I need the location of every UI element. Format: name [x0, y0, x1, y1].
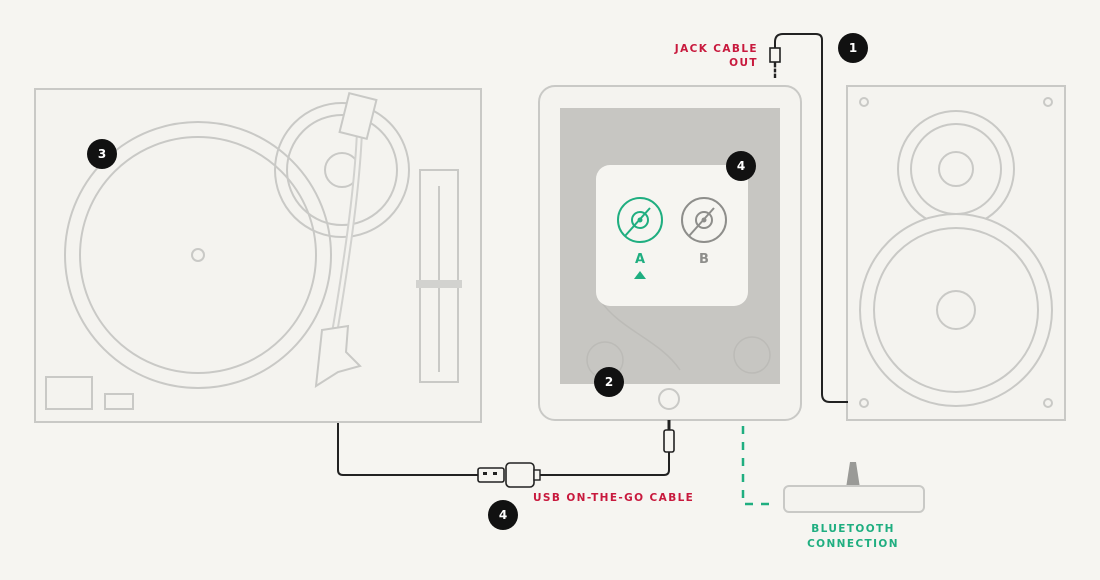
jack-plug-body [769, 47, 781, 63]
usb-cable-wire-left [337, 423, 478, 476]
badge-tablet: 2 [594, 367, 624, 397]
deck-a-button[interactable]: A [617, 197, 663, 279]
bluetooth-receiver [783, 485, 925, 513]
badge-app-popup: 4 [726, 151, 756, 181]
bluetooth-connection-label: CONNECTION [807, 538, 899, 550]
turntable-spindle [191, 248, 205, 262]
jack-cable-label: JACK CABLE [674, 43, 758, 55]
svg-text:1: 1 [849, 41, 857, 55]
badge-usb-cable: 4 [488, 500, 518, 530]
tonearm-headshell [314, 324, 362, 388]
bluetooth-label: BLUETOOTH [811, 523, 895, 535]
speaker-woofer-cone [936, 290, 976, 330]
svg-text:2: 2 [605, 375, 613, 389]
lightning-plug-icon [663, 429, 675, 453]
usb-a-plug-icon [477, 467, 505, 483]
speaker-tweeter-cone [938, 151, 974, 187]
speaker-screw-tl [859, 97, 869, 107]
deck-a-active-indicator-icon [634, 271, 646, 279]
turntable [34, 88, 482, 423]
deck-a-label: A [635, 252, 645, 267]
screen-deck-ghost-right [733, 336, 771, 374]
deck-b-label: B [699, 252, 709, 267]
bluetooth-dashed-link [741, 426, 773, 506]
badge-speaker: 1 [838, 33, 868, 63]
usb-cable-wire-right [540, 452, 670, 476]
app-popup: A B [596, 165, 748, 306]
usb-cable-label: USB ON-THE-GO CABLE [533, 492, 694, 504]
turntable-platter-inner [79, 136, 317, 374]
tonearm-counterweight [338, 91, 378, 141]
pitch-slider-handle [416, 280, 462, 288]
bluetooth-connection [741, 426, 925, 513]
tablet: A B [538, 85, 802, 421]
usb-cable [337, 420, 675, 488]
speaker-woofer-ring [873, 227, 1039, 393]
speed-button [104, 393, 134, 410]
tablet-home-button [658, 388, 680, 410]
svg-text:4: 4 [737, 159, 745, 173]
screen-ghost-curve [599, 299, 681, 371]
jack-cable-wire [774, 33, 848, 403]
speaker-screw-tr [1043, 97, 1053, 107]
jack-out-label: OUT [729, 57, 758, 69]
jack-cable [769, 33, 848, 403]
deck-b-button[interactable]: B [681, 197, 727, 267]
speaker [846, 85, 1066, 421]
speaker-screw-br [1043, 398, 1053, 408]
speaker-woofer-outer [859, 213, 1053, 407]
badge-turntable: 3 [87, 139, 117, 169]
tonearm-base-outer [274, 102, 410, 238]
turntable-platter-outer [64, 121, 332, 389]
svg-text:3: 3 [98, 147, 106, 161]
tonearm-base-inner [286, 114, 398, 226]
speaker-screw-bl [859, 398, 869, 408]
bluetooth-antenna-icon [846, 462, 860, 488]
svg-text:4: 4 [499, 508, 507, 522]
start-stop-button [45, 376, 93, 410]
usb-adapter-icon [505, 462, 535, 488]
